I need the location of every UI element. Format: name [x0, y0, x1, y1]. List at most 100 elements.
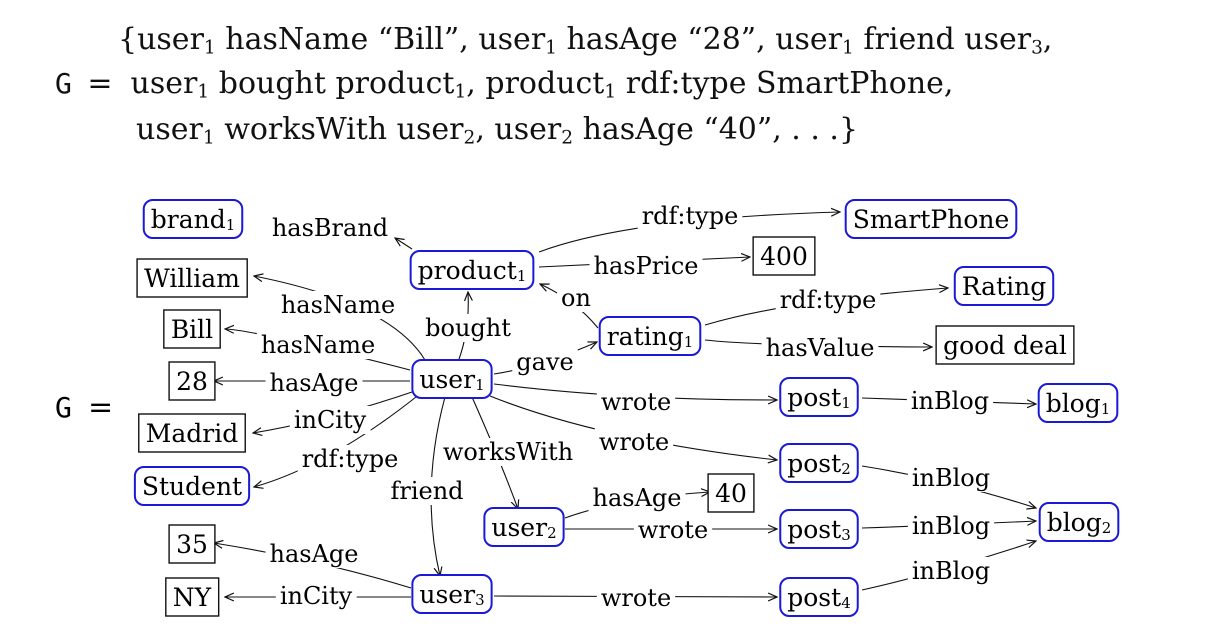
formula-token: hasName “Bill”,: [215, 22, 479, 57]
node-label-text: user: [419, 365, 475, 394]
edge-label-background: [588, 484, 686, 512]
edge-label-background: [907, 512, 995, 540]
formula-subscript: 1: [197, 81, 210, 103]
node-user1: user1: [411, 359, 493, 399]
edge-label: worksWith: [443, 438, 573, 466]
resource-node-box: [779, 443, 859, 483]
resource-node-box: [411, 574, 493, 614]
edge-label-background: [637, 202, 743, 230]
formula-close-brace: }: [838, 112, 859, 147]
edge-label-background: [421, 314, 516, 342]
formula-token: product: [485, 66, 605, 101]
edge-label-background: [596, 388, 676, 416]
edge-label: gave: [516, 348, 573, 376]
node-label-subscript: 3: [475, 591, 485, 609]
formula-graph-symbol: G: [55, 67, 72, 100]
formula-equals: =: [87, 66, 113, 101]
node-label: 28: [176, 367, 208, 396]
edge-label: rdf:type: [302, 445, 399, 473]
node-p400: 400: [752, 236, 816, 276]
node-post3: post3: [779, 509, 859, 549]
node-label-text: product: [418, 256, 517, 285]
edge-label: inCity: [294, 406, 367, 434]
formula-token: user: [130, 66, 198, 101]
node-blog1: blog1: [1037, 383, 1119, 423]
node-user3: user3: [411, 574, 493, 614]
node-label: blog2: [1047, 508, 1112, 538]
node-student: Student: [133, 466, 251, 506]
node-label-subscript: 1: [841, 394, 851, 412]
node-post2: post2: [779, 443, 859, 483]
resource-node-box: [598, 316, 702, 356]
edge-label-background: [289, 406, 371, 434]
edge-label: hasAge: [270, 369, 359, 397]
node-label-text: rating: [607, 322, 684, 351]
formula-token: worksWith: [214, 112, 397, 147]
formula-token: user: [478, 22, 546, 57]
formula-subscript: 1: [604, 81, 617, 103]
edge-label: on: [561, 284, 591, 312]
node-label-subscript: 1: [1101, 400, 1111, 418]
node-smartphone: SmartPhone: [844, 199, 1018, 239]
edge-label: hasName: [261, 331, 375, 359]
resource-node-box: [1038, 502, 1120, 542]
node-label-text: Student: [142, 472, 242, 501]
literal-node-box: [168, 524, 216, 564]
formula-token: user: [775, 22, 843, 57]
resource-node-box: [844, 199, 1018, 239]
formula-subscript: 1: [842, 37, 854, 59]
node-ny: NY: [165, 577, 220, 617]
resource-node-box: [409, 250, 535, 290]
literal-node-box: [935, 325, 1075, 365]
node-label: post3: [787, 515, 850, 545]
edge-label: wrote: [638, 516, 708, 544]
edge-label-background: [267, 214, 393, 242]
node-label-text: post: [787, 583, 841, 612]
formula-token: rdf:type SmartPhone,: [616, 66, 954, 101]
edge-label-background: [275, 582, 357, 610]
formula-token: user: [494, 112, 562, 147]
edge-label: rdf:type: [780, 286, 877, 314]
edge-label: inCity: [280, 582, 353, 610]
node-label-text: 400: [760, 242, 808, 271]
node-label: NY: [173, 583, 212, 612]
edge-label-background: [596, 584, 676, 612]
node-label-text: William: [144, 264, 240, 293]
formula-subscript: 1: [203, 37, 216, 59]
literal-node-box: [165, 577, 220, 617]
resource-node-box: [779, 577, 859, 617]
edge-label-background: [906, 387, 994, 415]
edge-label: hasAge: [270, 540, 359, 568]
node-label-text: Rating: [962, 272, 1046, 301]
node-a40: 40: [707, 473, 755, 513]
edge-label-background: [557, 284, 595, 312]
node-label: 400: [760, 242, 808, 271]
resource-node-box: [411, 359, 493, 399]
node-label: good deal: [943, 331, 1067, 360]
node-label-text: SmartPhone: [853, 205, 1010, 234]
edge-label: friend: [390, 477, 463, 505]
node-label: post1: [787, 383, 850, 413]
resource-node-box: [483, 507, 565, 547]
literal-node-box: [136, 258, 248, 298]
node-label: rating1: [607, 322, 694, 352]
node-user2: user2: [483, 507, 565, 547]
node-label: Rating: [962, 272, 1046, 301]
formula-token: ,: [466, 66, 486, 101]
edge-label: inBlog: [912, 512, 990, 540]
edge-label: wrote: [601, 584, 671, 612]
edge-label-background: [594, 428, 674, 456]
formula-token: product: [335, 66, 455, 101]
node-madrid: Madrid: [138, 413, 246, 453]
node-label-text: NY: [173, 583, 212, 612]
formula-token: ,: [1042, 22, 1053, 57]
graph-symbol: G: [55, 391, 72, 424]
formula-subscript: 2: [561, 127, 574, 149]
node-label-subscript: 3: [841, 526, 851, 544]
edge-label-background: [512, 348, 578, 376]
node-label: 40: [715, 479, 747, 508]
edge-label: inBlog: [912, 557, 990, 585]
edge-label: bought: [425, 314, 511, 342]
formula-token: friend: [853, 22, 965, 57]
